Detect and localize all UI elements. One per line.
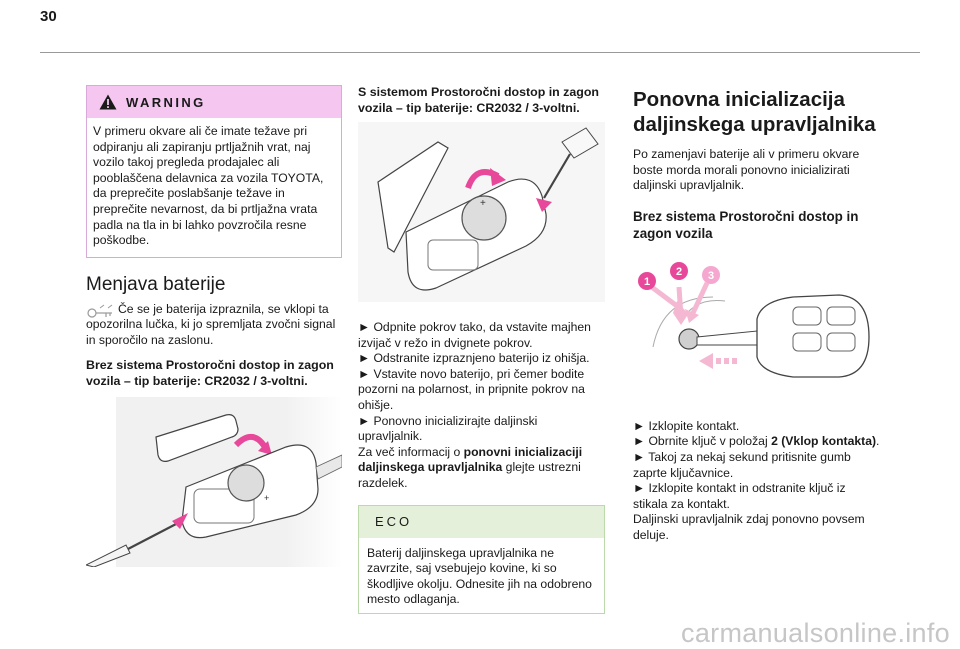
reinit-steps: ► Izklopite kontakt. ► Obrnite ključ v p… (633, 419, 883, 544)
key-battery-illustration-2: + (358, 122, 605, 302)
battery-step-1: ► Odpnite pokrov tako, da vstavite majhe… (358, 320, 591, 350)
column-middle: S sistemom Prostoročni dostop in zagon v… (358, 70, 605, 614)
watermark: carmanualsonline.info (681, 618, 950, 648)
battery-step-3: ► Vstavite novo baterijo, pri čemer bodi… (358, 366, 585, 412)
eco-box: ECO Baterij daljinskega upravljalnika ne… (358, 504, 605, 614)
column-left: WARNING V primeru okvare ali če imate te… (86, 70, 342, 567)
without-system-heading: Brez sistema Prostoročni dostop in zagon… (86, 357, 334, 388)
badge-1: 1 (644, 276, 650, 288)
battery-steps: ► Odpnite pokrov tako, da vstavite majhe… (358, 320, 605, 492)
step2-suffix: . (876, 434, 880, 449)
more-info-suffix: glejte ustrezni razdelek. (358, 460, 581, 490)
eco-header: ECO (359, 505, 604, 538)
warning-header: WARNING (87, 86, 341, 118)
reinit-link-text[interactable]: ponovni inicializaciji daljinskega uprav… (358, 444, 583, 475)
step2-prefix: ► Obrnite ključ v položaj (633, 434, 772, 449)
reinit-step-3: ► Takoj za nekaj sekund pritisnite gumb … (633, 449, 851, 480)
warning-triangle-icon (99, 94, 117, 110)
page-number: 30 (40, 8, 57, 25)
top-rule (40, 52, 920, 53)
key-battery-illustration-1: + (86, 396, 342, 567)
with-system-heading: S sistemom Prostoročni dostop in zagon v… (358, 85, 599, 115)
battery-step-2: ► Odstranite izpraznjeno baterijo iz ohi… (358, 351, 590, 366)
reinit-title: Ponovna inicializacija daljinskega uprav… (633, 88, 876, 136)
reinit-subheading: Brez sistema Prostoročni dostop in zagon… (633, 208, 859, 242)
svg-text:+: + (264, 493, 269, 503)
battery-more-info: Za več informacij o ponovni inicializaci… (358, 445, 605, 492)
badge-3: 3 (708, 270, 714, 282)
svg-text:+: + (480, 198, 486, 209)
reinit-step-4: ► Izklopite kontakt in odstranite ključ … (633, 481, 846, 511)
key-ignition-illustration: 1 2 3 (638, 261, 870, 378)
warning-text: V primeru okvare ali če imate težave pri… (87, 118, 341, 257)
step2-bold: 2 (Vklop kontakta) (771, 434, 877, 449)
reinit-intro: Po zamenjavi baterije ali v primeru okva… (633, 147, 860, 193)
more-info-prefix: Za več informacij o (358, 444, 464, 459)
warning-box: WARNING V primeru okvare ali če imate te… (86, 85, 342, 258)
reinit-step-2: ► Obrnite ključ v položaj 2 (Vklop konta… (633, 434, 883, 450)
reinit-closing: Daljinski upravljalnik zdaj ponovno povs… (633, 512, 865, 542)
battery-section-title: Menjava baterije (86, 273, 226, 295)
eco-text: Baterij daljinskega upravljalnika ne zav… (367, 545, 592, 607)
battery-step-4: ► Ponovno inicializirajte daljinski upra… (358, 413, 538, 444)
battery-lamp-text: Če se je baterija izpraznila, se vklopi … (86, 301, 336, 347)
eco-title: ECO (375, 514, 413, 530)
battery-lamp-paragraph: Če se je baterija izpraznila, se vklopi … (86, 302, 342, 349)
warning-title: WARNING (126, 94, 206, 110)
badge-2: 2 (676, 266, 682, 278)
column-right: Ponovna inicializacija daljinskega uprav… (633, 70, 883, 544)
reinit-step-1: ► Izklopite kontakt. (633, 418, 740, 433)
key-battery-warning-icon (87, 304, 113, 318)
